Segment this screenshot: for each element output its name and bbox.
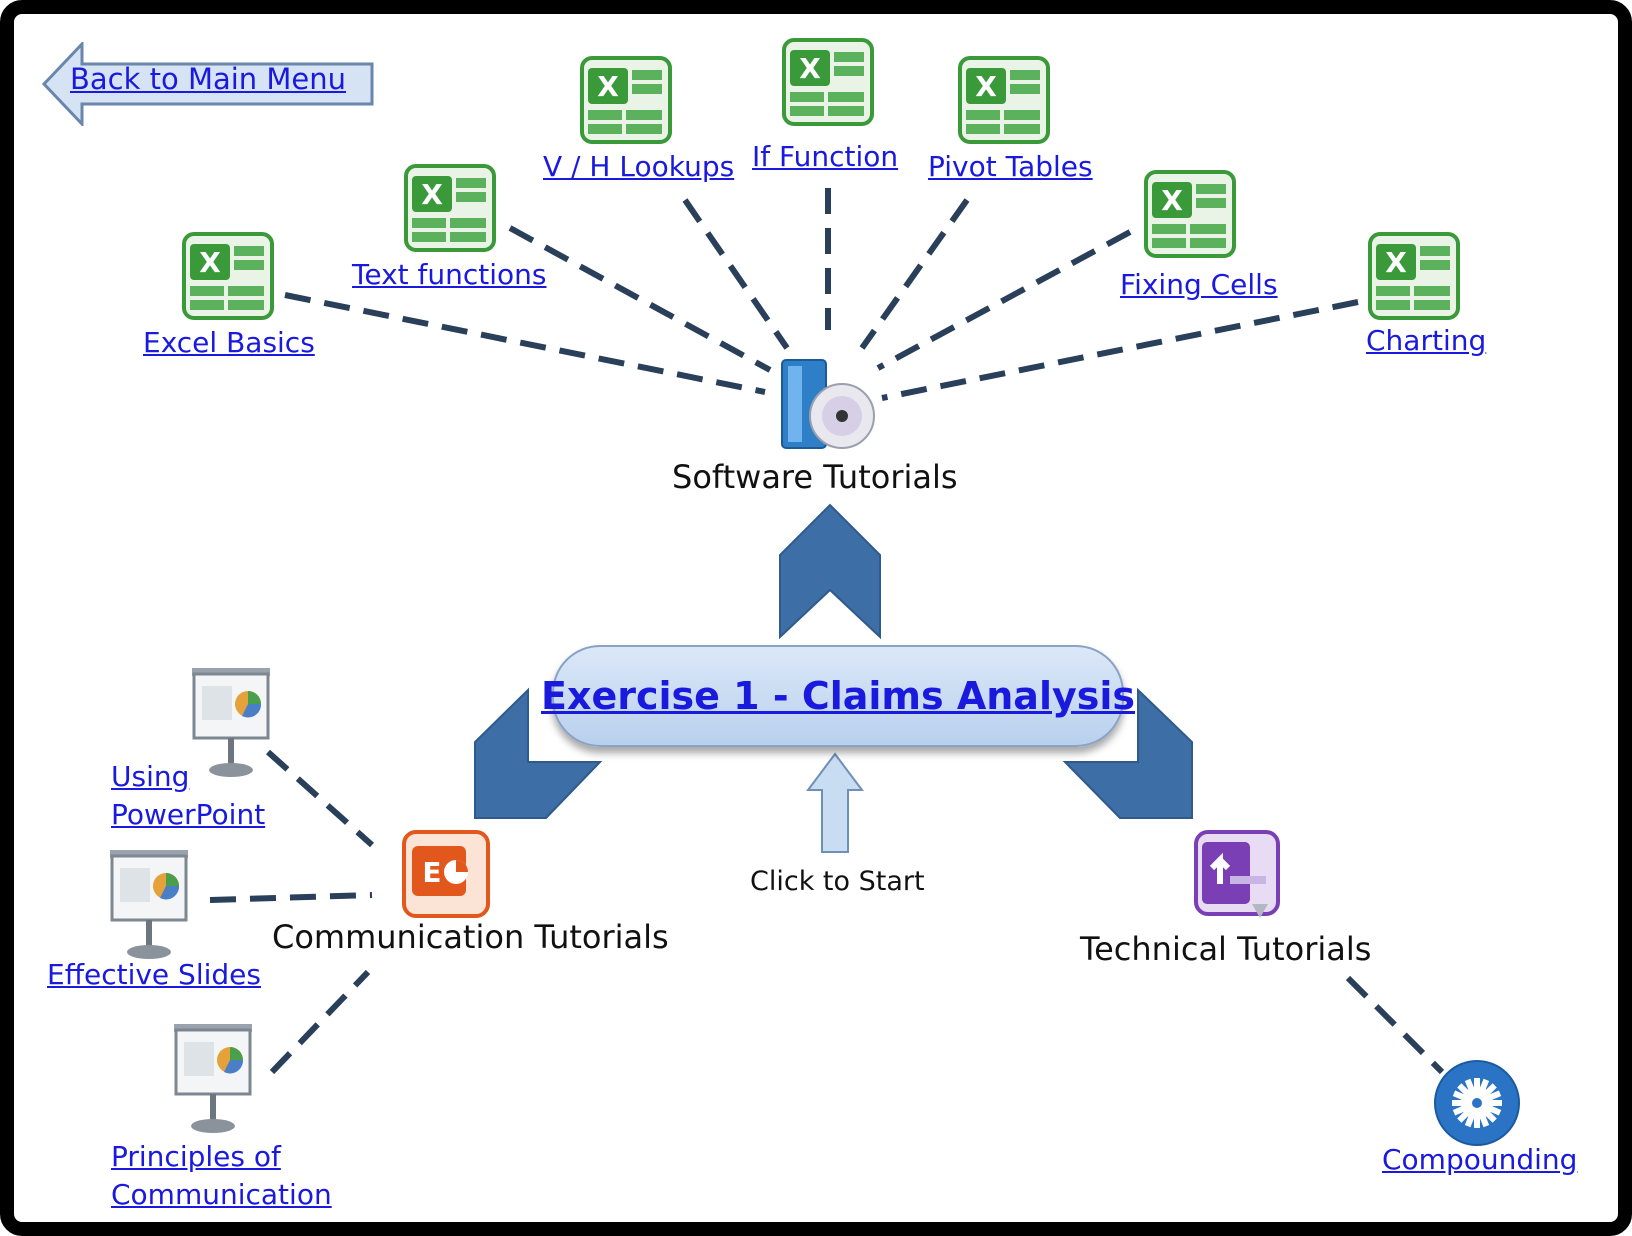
connector-fixing-cells [876,229,1132,371]
svg-text:X: X [799,52,821,85]
exercise-label[interactable]: Exercise 1 - Claims Analysis [541,674,1136,718]
gear-disc-icon [1434,1060,1520,1146]
connector-lookups [682,198,790,350]
presentation-screen-icon [174,1024,252,1133]
exercise-button[interactable]: Exercise 1 - Claims Analysis [541,645,1135,747]
connector-principles [269,969,371,1075]
svg-text:X: X [199,246,221,279]
connector-pivot-tables [859,198,970,350]
if-function-link[interactable]: If Function [752,140,899,173]
connector-charting [881,299,1359,401]
powerpoint-icon[interactable]: E [398,826,494,922]
principles-link-line2[interactable]: Communication [111,1178,332,1211]
excel-icon: X [1144,170,1236,258]
back-arrow-icon [42,42,374,126]
svg-text:E: E [422,856,441,889]
lookups-link[interactable]: V / H Lookups [543,150,735,183]
pivot-tables-link[interactable]: Pivot Tables [928,150,1093,183]
svg-text:X: X [421,178,443,211]
svg-text:X: X [1385,246,1407,279]
start-arrow [806,752,864,853]
excel-icon: X [1368,232,1460,320]
svg-text:X: X [1161,184,1183,217]
communication-tutorials-title: Communication Tutorials [272,918,669,956]
connector-text-functions [508,225,772,373]
connector-effective-slides [209,892,373,903]
software-tutorials-title: Software Tutorials [672,458,958,496]
principles-link-line1[interactable]: Principles of [111,1140,281,1173]
excel-icon: X [958,56,1050,144]
back-label[interactable]: Back to Main Menu [70,62,347,96]
effective-slides-link[interactable]: Effective Slides [47,958,261,991]
click-to-start-label: Click to Start [750,866,925,897]
up-arrow [779,503,881,640]
excel-icon: X [404,164,496,252]
connector-using-powerpoint [266,749,374,848]
svg-text:X: X [975,70,997,103]
right-arrow [1062,687,1193,819]
onenote-icon[interactable] [1190,826,1286,926]
compounding-link[interactable]: Compounding [1382,1143,1578,1176]
presentation-screen-icon [110,850,188,959]
left-arrow [474,687,603,819]
back-to-main-menu-button[interactable]: Back to Main Menu [42,42,377,126]
charting-link[interactable]: Charting [1366,324,1487,357]
excel-icon: X [580,56,672,144]
excel-icon: X [782,38,874,126]
software-box-icon[interactable] [778,354,878,454]
presentation-screen-icon [192,668,270,777]
text-functions-link[interactable]: Text functions [352,258,547,291]
using-powerpoint-link-line2[interactable]: PowerPoint [111,798,266,831]
using-powerpoint-link-line1[interactable]: Using [111,760,190,793]
connector-excel-basics [284,292,766,395]
excel-basics-link[interactable]: Excel Basics [143,326,315,359]
connector-compounding [1345,975,1445,1075]
svg-text:X: X [597,70,619,103]
excel-icon: X [182,232,274,320]
technical-tutorials-title: Technical Tutorials [1080,930,1372,968]
fixing-cells-link[interactable]: Fixing Cells [1120,268,1278,301]
